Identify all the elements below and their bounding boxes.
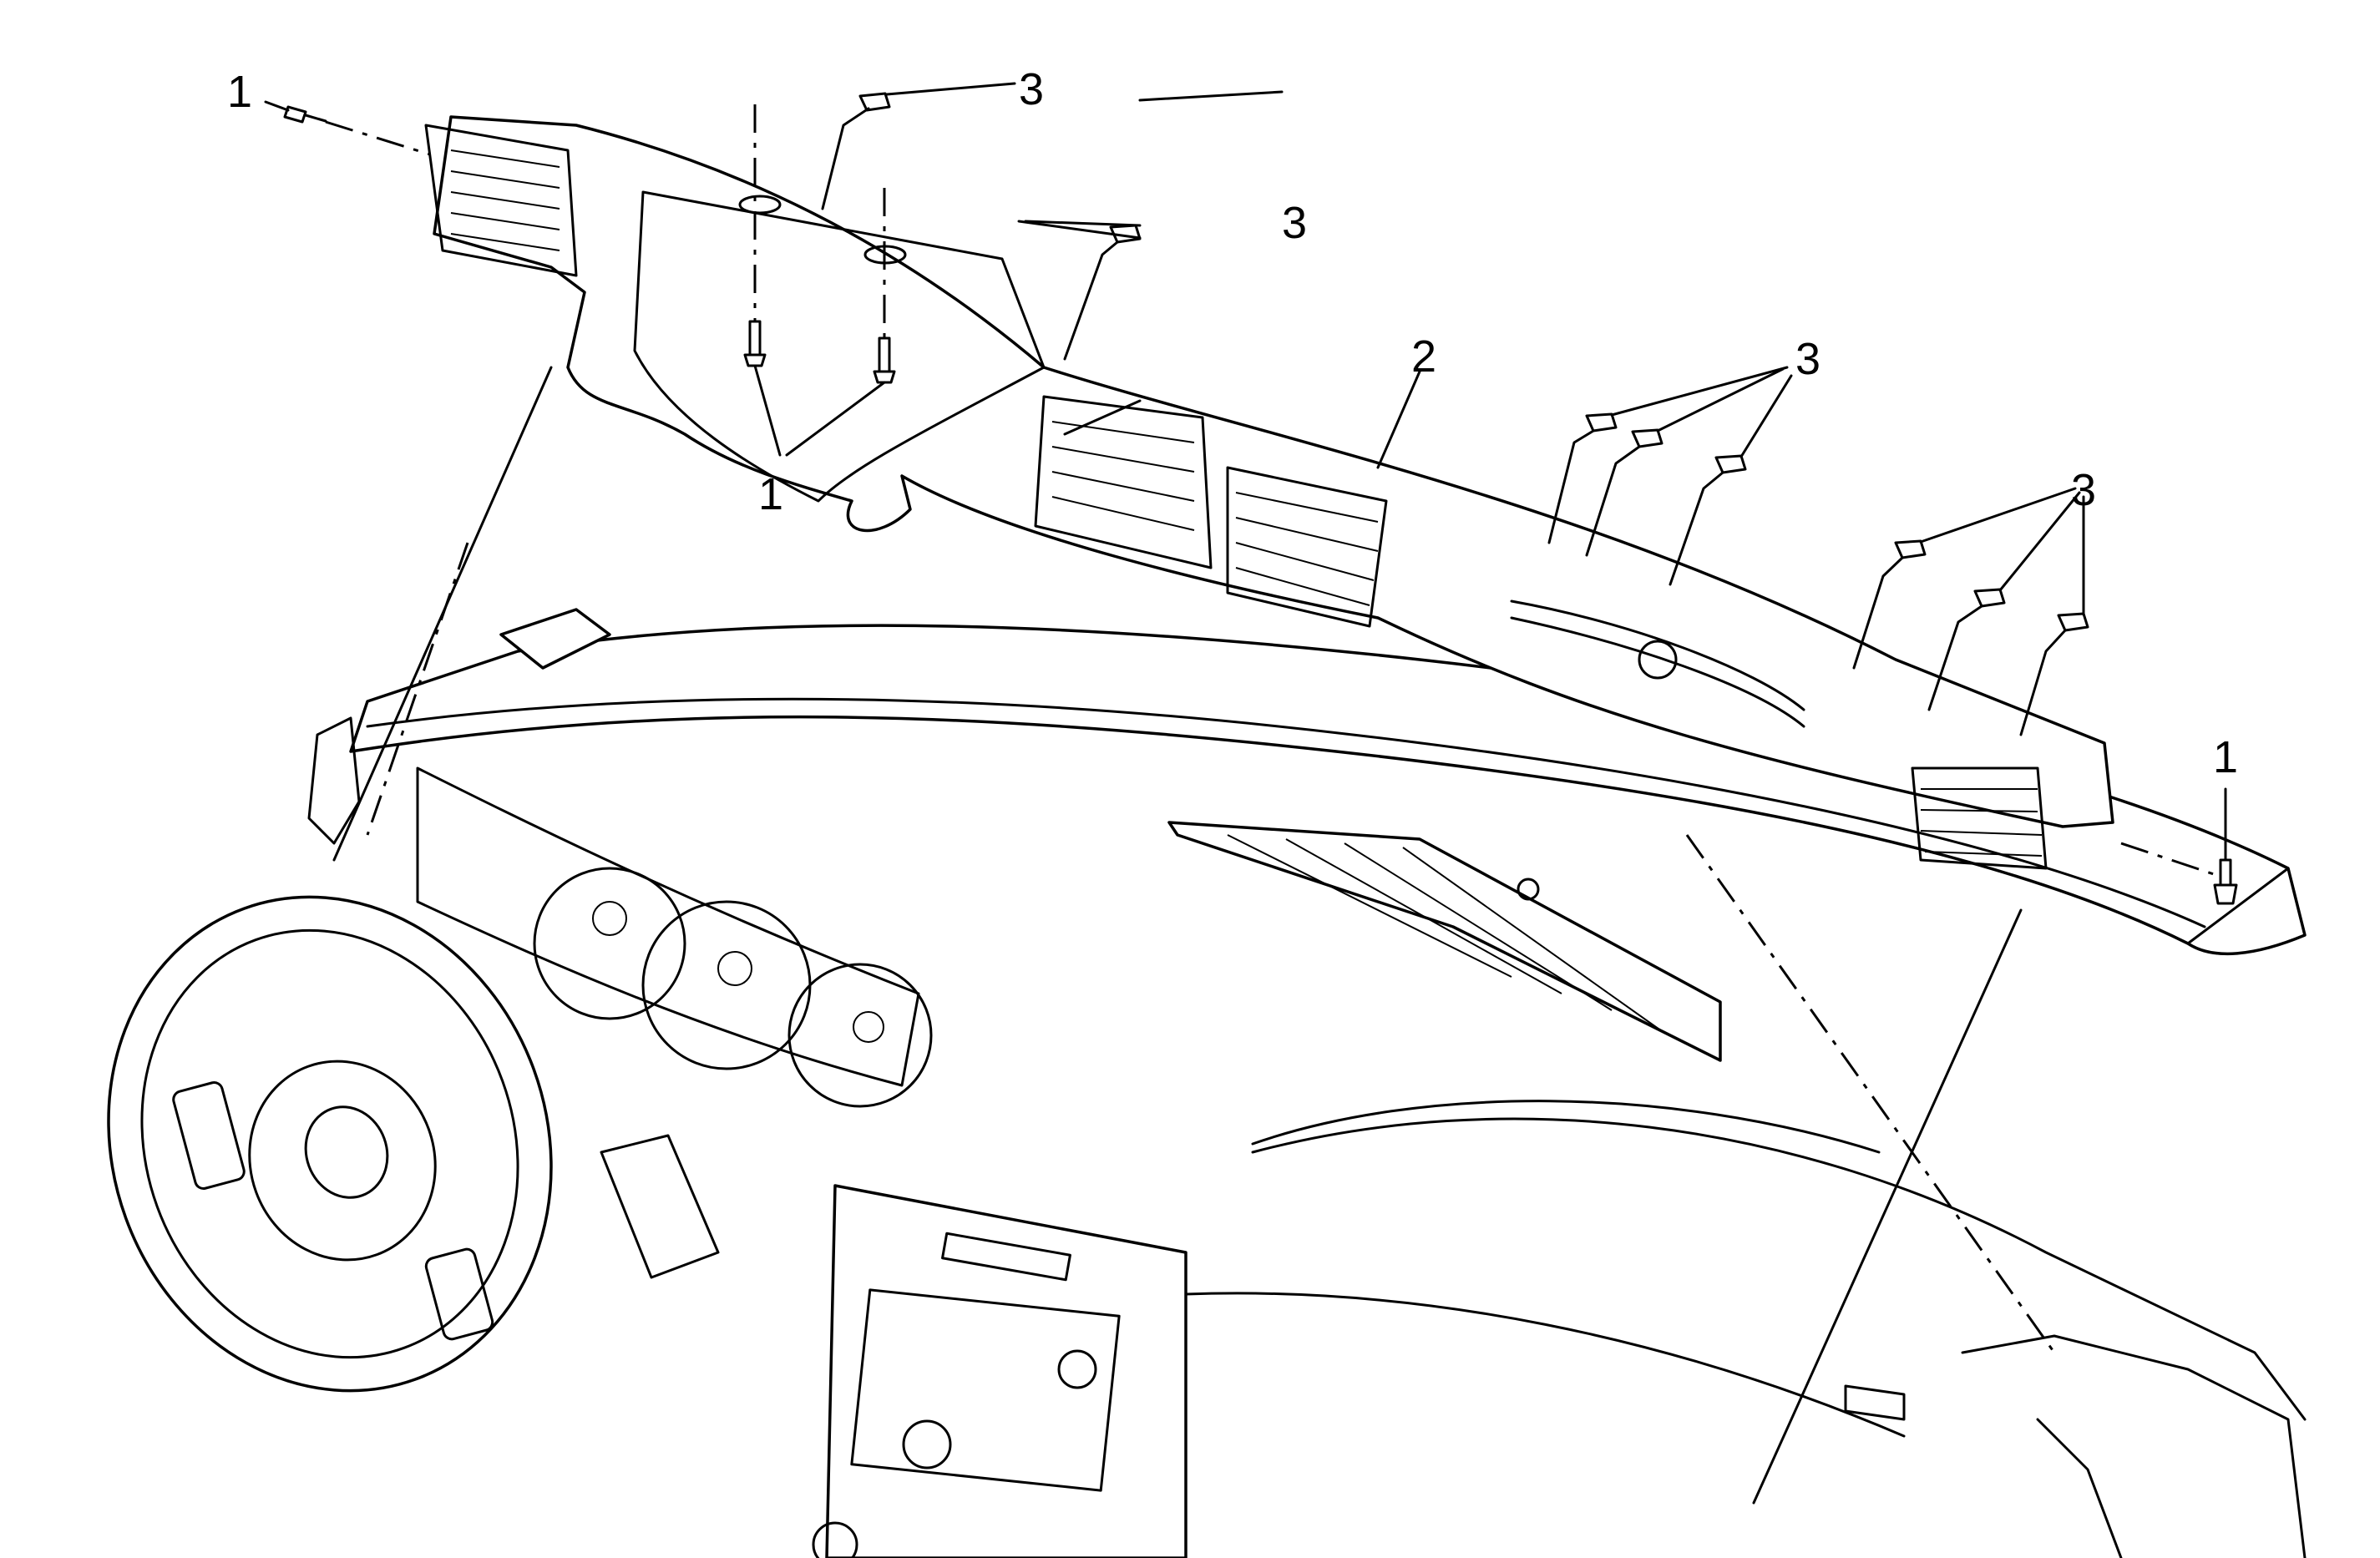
right-vent-louvers <box>1920 788 2043 857</box>
retaining-clips <box>858 92 2089 632</box>
steering-wheel-hub <box>248 1060 437 1262</box>
passenger-dash-lower <box>1251 1117 2307 1421</box>
clip-6 <box>1894 539 1927 559</box>
sensor-hole <box>1517 878 1540 901</box>
dash-right-edge <box>2186 867 2307 945</box>
callout-1-center: 1 <box>758 469 783 519</box>
horn-pad <box>304 1105 389 1199</box>
left-vent-louvers <box>450 149 560 251</box>
defrost-slot <box>1510 599 1805 711</box>
radio-knob-right <box>1057 1349 1097 1389</box>
clip-7 <box>1973 588 2006 608</box>
callout-2-trim-panel: 2 <box>1411 331 1436 382</box>
bolt-top-left <box>283 105 327 124</box>
instrument-panel-assembly <box>349 608 2307 1558</box>
right-switch-pad <box>424 1247 494 1341</box>
center-vent-right-louvers <box>1235 492 1379 606</box>
callout-1-top-left: 1 <box>227 67 252 117</box>
steering-wheel <box>107 895 720 1393</box>
callout-3-upper-mid: 3 <box>1282 198 1307 248</box>
installation-lines <box>264 82 2227 1505</box>
callout-3-right-group: 3 <box>2071 465 2096 515</box>
left-door-panel-edge <box>307 716 361 845</box>
gauge-center <box>641 900 812 1070</box>
right-side-vent <box>1844 1384 1906 1421</box>
hvac-knob <box>812 1521 858 1558</box>
mount-boss-left <box>738 195 782 215</box>
passenger-airbag-edge <box>1251 1100 1881 1154</box>
steering-column-shroud <box>600 1134 720 1279</box>
defroster-grille <box>1167 821 1722 1062</box>
cluster-hood-face <box>633 190 1046 503</box>
radio-slot <box>941 1232 1071 1282</box>
callout-1-right: 1 <box>2213 732 2238 782</box>
gauge-left <box>533 867 686 1020</box>
clip-4 <box>1631 428 1663 448</box>
clip-1 <box>858 92 891 112</box>
center-vent-left-louvers <box>1051 421 1195 531</box>
radio-unit <box>850 1288 1121 1492</box>
callout-3-top: 3 <box>1019 64 1044 114</box>
clip-5 <box>1714 454 1747 474</box>
right-end-structure <box>2036 1418 2123 1558</box>
dash-top-surface <box>349 624 2307 956</box>
lower-trim-curve <box>1184 1292 1906 1438</box>
center-stack <box>825 1184 1187 1558</box>
callout-3-mid-group: 3 <box>1795 334 1820 384</box>
clip-3 <box>1585 412 1618 432</box>
radio-knob-center <box>902 1419 952 1469</box>
left-vent-housing <box>424 124 578 277</box>
cluster-bezel <box>416 766 920 1087</box>
steering-wheel-inner <box>140 928 519 1359</box>
center-vent-left <box>1034 395 1213 569</box>
clip-8 <box>2057 612 2089 632</box>
dash-left-end <box>499 608 611 670</box>
dash-front-lip <box>366 697 2206 928</box>
right-vent-housing <box>1911 766 2048 870</box>
center-vent-right <box>1226 466 1388 628</box>
gauge-right <box>787 963 933 1108</box>
sunload-sensor-boss <box>1638 640 1678 680</box>
upper-trim-panel <box>424 115 2114 870</box>
left-switch-pad <box>172 1081 246 1190</box>
right-end-bracket <box>1961 1334 2307 1558</box>
grille-slats <box>1227 834 1663 1032</box>
